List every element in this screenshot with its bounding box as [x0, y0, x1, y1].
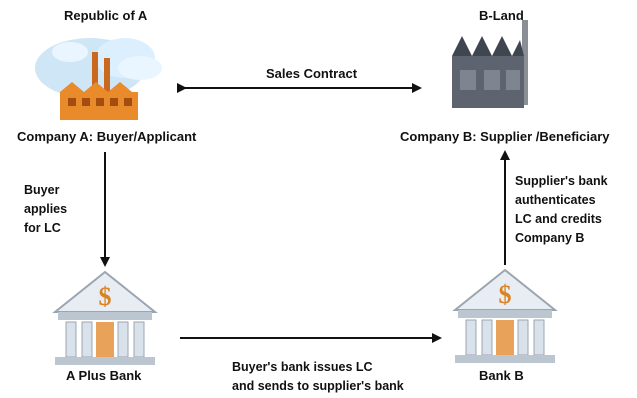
- bank-b-icon: [452, 268, 558, 363]
- country-a-label: Republic of A: [64, 8, 148, 23]
- issues-lc-note: Buyer's bank issues LC and sends to supp…: [232, 358, 404, 396]
- bank-a-label: A Plus Bank: [66, 368, 142, 383]
- issues-lc-line-2: and sends to supplier's bank: [232, 379, 404, 393]
- supplier-bank-line-2: authenticates: [515, 193, 596, 207]
- buyer-applies-note: Buyer applies for LC: [24, 181, 67, 238]
- bank-a-dollar-symbol: $: [99, 282, 112, 311]
- company-a-label: Company A: Buyer/Applicant: [17, 129, 197, 144]
- factory-a-icon: [35, 38, 162, 120]
- bank-b-label: Bank B: [479, 368, 524, 383]
- bank-b-dollar-symbol: $: [499, 280, 512, 309]
- country-b-label: B-Land: [479, 8, 524, 23]
- issues-lc-line-1: Buyer's bank issues LC: [232, 360, 373, 374]
- buyer-applies-line-3: for LC: [24, 221, 61, 235]
- company-b-label: Company B: Supplier /Beneficiary: [400, 129, 610, 144]
- buyer-applies-line-1: Buyer: [24, 183, 60, 197]
- supplier-bank-line-3: LC and credits: [515, 212, 602, 226]
- supplier-bank-line-1: Supplier's bank: [515, 174, 608, 188]
- sales-contract-label: Sales Contract: [266, 66, 358, 81]
- supplier-bank-note: Supplier's bank authenticates LC and cre…: [515, 172, 608, 248]
- supplier-bank-line-4: Company B: [515, 231, 585, 245]
- buyer-applies-line-2: applies: [24, 202, 68, 216]
- bank-a-icon: [52, 270, 158, 365]
- factory-b-icon: [452, 20, 528, 108]
